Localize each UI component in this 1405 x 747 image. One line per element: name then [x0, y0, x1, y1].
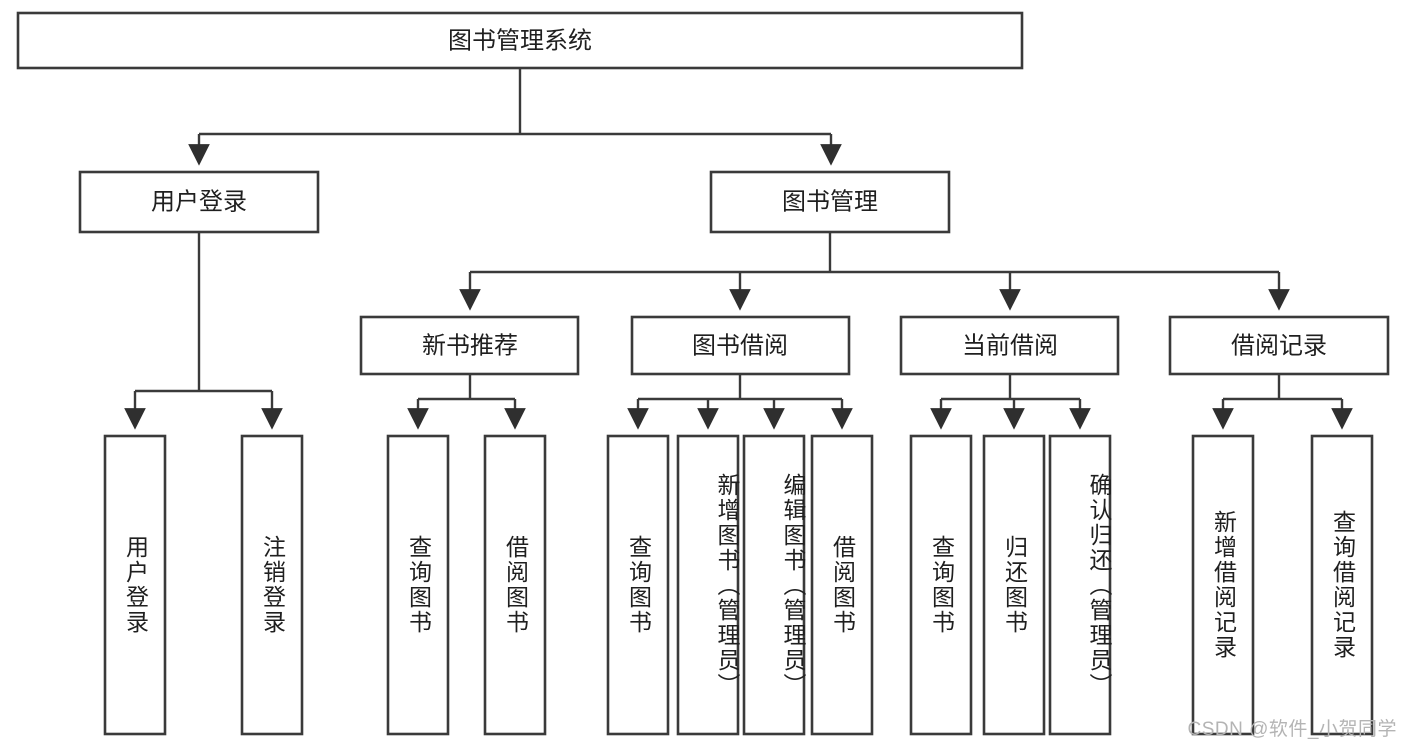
connector-userlogin-to-leaves: [124, 232, 283, 430]
node-borrow-record[interactable]: 借阅记录: [1168, 315, 1390, 376]
leaf-box-confirm-return-admin[interactable]: [1048, 434, 1112, 736]
leaf-box-add-book-admin[interactable]: [676, 434, 740, 736]
leaf-box-edit-book-admin[interactable]: [742, 434, 806, 736]
connector-bookborrow-to-leaves: [627, 374, 853, 430]
node-new-book-recommend-label: 新书推荐: [422, 332, 518, 359]
connector-currentborrow-to-leaves: [930, 374, 1091, 430]
node-current-borrow-label: 当前借阅: [962, 332, 1058, 359]
node-current-borrow[interactable]: 当前借阅: [899, 315, 1120, 376]
connector-newbook-to-leaves: [407, 374, 526, 430]
connector-root-to-level2: [188, 68, 842, 166]
node-new-book-recommend[interactable]: 新书推荐: [359, 315, 580, 376]
leaf-box-query-book-current[interactable]: [909, 434, 973, 736]
leaf-box-query-book-borrow[interactable]: [606, 434, 670, 736]
leaf-box-query-book-rec[interactable]: [386, 434, 450, 736]
leaf-box-borrow-book-rec[interactable]: [483, 434, 547, 736]
connector-borrowrecord-to-leaves: [1212, 374, 1353, 430]
leaf-box-logout[interactable]: [240, 434, 304, 736]
leaf-box-add-borrow-record[interactable]: [1191, 434, 1255, 736]
node-root[interactable]: 图书管理系统: [16, 11, 1024, 70]
leaf-box-query-borrow-record[interactable]: [1310, 434, 1374, 736]
node-borrow-record-label: 借阅记录: [1231, 332, 1327, 359]
node-book-borrow[interactable]: 图书借阅: [630, 315, 851, 376]
node-root-label: 图书管理系统: [448, 27, 592, 54]
node-book-management[interactable]: 图书管理: [709, 170, 951, 234]
leaf-box-borrow-book[interactable]: [810, 434, 874, 736]
leaf-boxes: [103, 434, 1374, 736]
csdn-watermark: CSDN @软件_小贺同学: [1187, 719, 1397, 740]
node-book-borrow-label: 图书借阅: [692, 332, 788, 359]
node-user-login-label: 用户登录: [151, 188, 247, 215]
node-user-login[interactable]: 用户登录: [78, 170, 320, 234]
connector-bookmgmt-to-level3: [459, 232, 1290, 311]
leaf-box-user-login[interactable]: [103, 434, 167, 736]
node-book-management-label: 图书管理: [782, 188, 878, 215]
leaf-box-return-book[interactable]: [982, 434, 1046, 736]
